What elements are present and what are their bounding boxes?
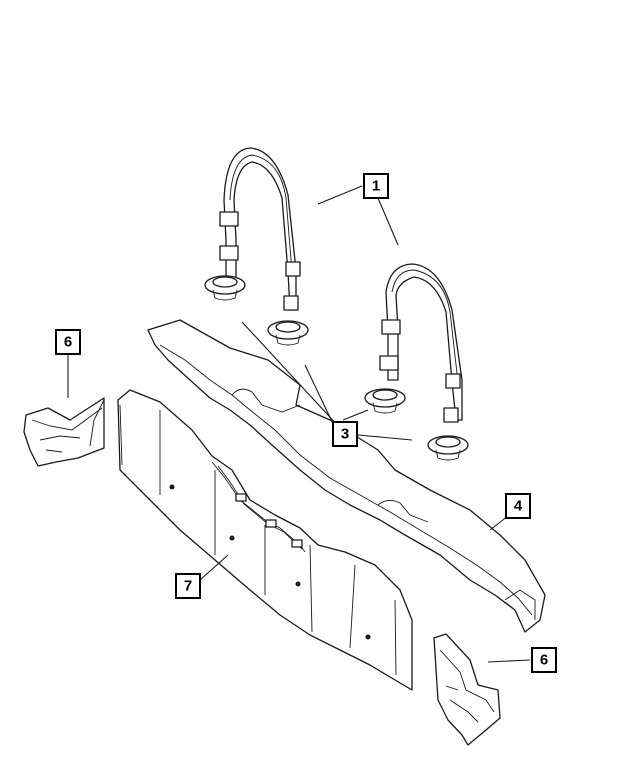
- leader-3d: [357, 434, 413, 441]
- corner-bracket-right: [433, 633, 501, 746]
- leader-3c: [342, 409, 369, 421]
- callout-6-left: 6: [55, 329, 81, 355]
- bed-rail-panel: [147, 319, 546, 633]
- leader-lines: [67, 185, 531, 663]
- callout-1: 1: [363, 173, 389, 199]
- grommet-1: [204, 275, 246, 301]
- callout-7: 7: [175, 573, 201, 599]
- leader-7: [199, 554, 229, 581]
- callout-7-label: 7: [184, 578, 192, 595]
- callout-6-right-label: 6: [540, 652, 548, 669]
- callout-3: 3: [332, 421, 358, 447]
- callout-6-right: 6: [531, 647, 557, 673]
- grommet-3: [364, 388, 406, 414]
- callout-6-left-label: 6: [64, 334, 72, 351]
- callout-4-label: 4: [514, 498, 523, 515]
- leader-6-right: [487, 659, 531, 663]
- callout-3-label: 3: [341, 426, 349, 443]
- corner-bracket-left: [23, 397, 105, 467]
- callout-4: 4: [505, 493, 531, 519]
- handle-bar-left: [219, 147, 301, 311]
- callout-1-label: 1: [372, 178, 380, 195]
- leader-1b: [377, 197, 399, 246]
- bed-side-panel: [117, 389, 413, 691]
- leader-3a: [241, 321, 341, 429]
- grommet-4: [427, 435, 469, 461]
- leader-3b: [304, 364, 337, 431]
- leader-1a: [317, 185, 363, 205]
- handle-bar-right: [379, 263, 463, 423]
- grommet-2: [267, 320, 309, 346]
